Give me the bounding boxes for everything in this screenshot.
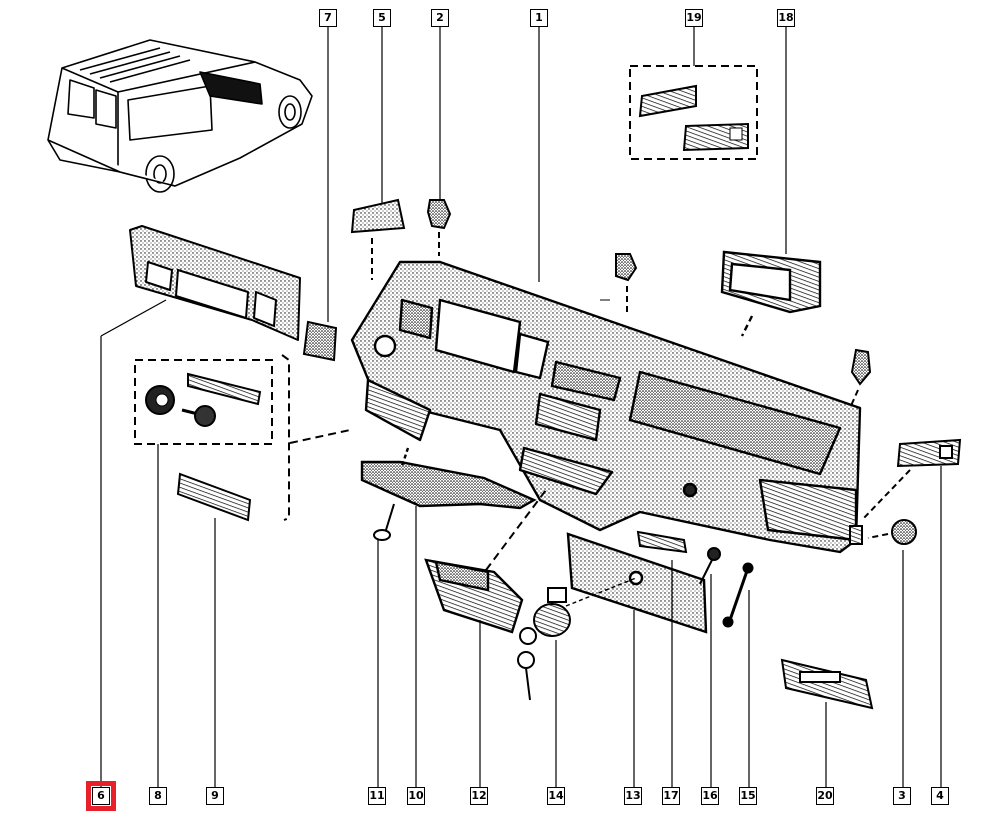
callout-17[interactable]: 17	[662, 787, 680, 805]
callout-8[interactable]: 8	[149, 787, 167, 805]
part-5-bracket	[350, 198, 406, 280]
part-8-knob-kit	[134, 359, 273, 445]
part-3-fastener	[849, 519, 917, 545]
callout-20[interactable]: 20	[816, 787, 834, 805]
part-7-blanking-cover	[302, 320, 338, 362]
part-15-check-strap	[722, 562, 754, 628]
van-illustration	[47, 39, 313, 193]
part-12-storage-tray	[424, 489, 547, 634]
part-11-screw	[373, 503, 395, 541]
part-1-dashboard	[350, 260, 862, 554]
part-2-clip	[426, 199, 452, 256]
part-20-switch-panel	[780, 658, 874, 710]
part-14-lock-and-keys	[517, 577, 637, 701]
callout-12[interactable]: 12	[470, 787, 488, 805]
part-16-buffer	[699, 547, 721, 585]
callout-3[interactable]: 3	[893, 787, 911, 805]
callout-10[interactable]: 10	[407, 787, 425, 805]
part-clip-upper	[615, 253, 872, 409]
callout-7[interactable]: 7	[319, 9, 337, 27]
callout-18[interactable]: 18	[777, 9, 795, 27]
part-6-instrument-surround	[129, 225, 301, 341]
part-9-side-air-vent	[176, 472, 252, 522]
dashed-group-bracket	[281, 354, 351, 521]
callout-2[interactable]: 2	[431, 9, 449, 27]
part-19-bracket-kit	[629, 65, 758, 160]
leader-lines	[100, 27, 942, 787]
callout-15[interactable]: 15	[739, 787, 757, 805]
callout-19[interactable]: 19	[685, 9, 703, 27]
callout-13[interactable]: 13	[624, 787, 642, 805]
callout-16[interactable]: 16	[701, 787, 719, 805]
callout-14[interactable]: 14	[547, 787, 565, 805]
callout-11[interactable]: 11	[368, 787, 386, 805]
callout-6[interactable]: 6	[86, 781, 116, 811]
callout-4[interactable]: 4	[931, 787, 949, 805]
callout-9[interactable]: 9	[206, 787, 224, 805]
part-10-lower-trim-panel	[360, 447, 537, 510]
callout-5[interactable]: 5	[373, 9, 391, 27]
part-18-central-vent	[720, 250, 822, 337]
part-17-handle	[636, 530, 688, 554]
part-4-bracket	[861, 438, 962, 521]
callout-1[interactable]: 1	[530, 9, 548, 27]
